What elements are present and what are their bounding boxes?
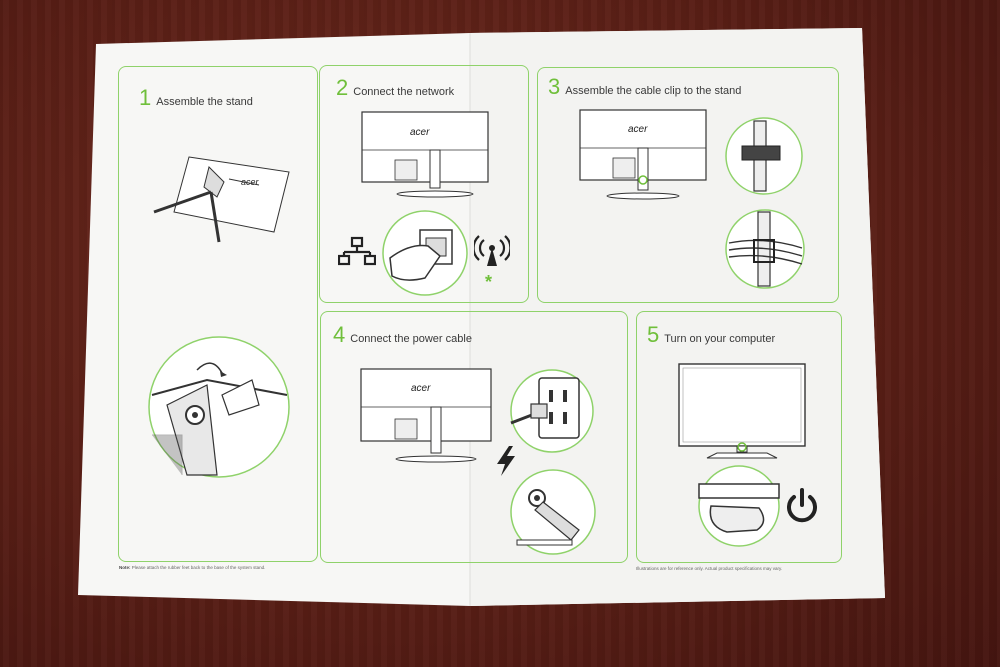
step-3-number: 3 <box>548 74 561 99</box>
wifi-footnote-asterisk: * <box>485 272 493 292</box>
step-3-heading: 3 Assemble the cable clip to the stand <box>548 76 741 98</box>
ethernet-icon <box>338 236 376 266</box>
monitor-back-illustration: acer <box>361 111 489 198</box>
step-4-heading: 4 Connect the power cable <box>333 324 472 346</box>
step-5-panel: 5 Turn on your computer <box>636 311 842 563</box>
monitor-back-power-illustration: acer <box>360 368 492 463</box>
dc-power-connector-detail-circle <box>510 469 596 555</box>
stand-screw-detail-circle <box>148 336 290 478</box>
step-1-heading: 1 Assemble the stand <box>139 87 253 109</box>
illustration-disclaimer: Illustrations are for reference only. Ac… <box>636 566 783 571</box>
power-plug-icon <box>497 446 515 476</box>
step-2-title: Connect the network <box>353 86 455 98</box>
step-3-title: Assemble the cable clip to the stand <box>565 85 742 97</box>
power-button-icon <box>787 488 817 523</box>
svg-text:acer: acer <box>411 383 431 394</box>
step-1-number: 1 <box>139 85 152 110</box>
step-2-heading: 2 Connect the network <box>336 77 454 99</box>
clip-attach-detail-circle <box>725 117 803 195</box>
step-1-panel: 1 Assemble the stand acer Note: Please a… <box>118 66 318 570</box>
step-5-heading: 5 Turn on your computer <box>647 324 775 346</box>
note-label: Note: <box>119 565 131 570</box>
ethernet-plug-detail-circle <box>382 210 468 296</box>
step-2-panel: 2 Connect the network acer <box>319 65 529 303</box>
step-5-title: Turn on your computer <box>664 333 776 345</box>
wifi-icon <box>474 235 510 266</box>
stand-assembly-illustration: acer <box>153 156 290 243</box>
svg-text:acer: acer <box>628 124 648 135</box>
step-4-panel: 4 Connect the power cable acer <box>320 311 628 563</box>
wall-outlet-detail-circle <box>510 369 594 453</box>
monitor-back-with-clip-illustration: acer <box>579 109 707 200</box>
monitor-front-illustration <box>678 363 806 459</box>
step-4-number: 4 <box>333 322 346 347</box>
step-2-number: 2 <box>336 75 349 100</box>
rubber-feet-note: Note: Please attach the rubber feet back… <box>119 565 265 570</box>
svg-text:acer: acer <box>410 127 430 138</box>
cables-in-clip-detail-circle <box>725 209 805 289</box>
svg-text:acer: acer <box>241 177 260 187</box>
step-3-panel: 3 Assemble the cable clip to the stand a… <box>537 67 839 303</box>
note-text: Please attach the rubber feet back to th… <box>131 565 266 570</box>
step-5-number: 5 <box>647 322 660 347</box>
power-button-press-detail-circle <box>698 465 780 547</box>
step-1-title: Assemble the stand <box>156 96 253 108</box>
step-4-title: Connect the power cable <box>350 333 472 345</box>
